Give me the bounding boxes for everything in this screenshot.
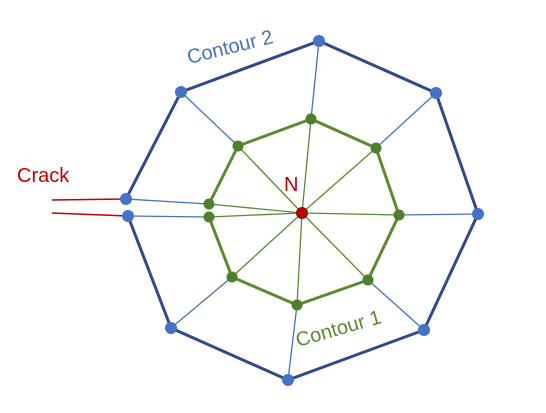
outer-spoke <box>125 198 210 205</box>
contour-2-node <box>430 87 442 99</box>
contour-1-node <box>362 274 374 286</box>
outer-spoke <box>170 276 233 329</box>
inner-spoke <box>301 212 369 281</box>
outer-spoke <box>180 91 239 147</box>
outer-spokes <box>125 40 479 381</box>
inner-spoke <box>237 145 303 214</box>
outer-spoke <box>398 213 479 216</box>
inner-spoke <box>301 212 400 216</box>
inner-spoke <box>296 212 303 306</box>
inner-spoke <box>208 203 303 214</box>
contour-2-node <box>120 193 132 205</box>
outer-spoke <box>367 279 425 331</box>
outer-spoke <box>287 304 298 381</box>
contour-1-node <box>291 299 303 311</box>
contour-2-node <box>313 35 325 47</box>
contour-2-node <box>175 86 187 98</box>
crack-line-lower <box>51 212 129 217</box>
contour-2-nodes <box>120 35 484 386</box>
crack-line-upper <box>51 198 127 201</box>
contour-1-node <box>232 140 244 152</box>
outer-spoke <box>310 40 320 120</box>
contour-1-node <box>203 211 215 223</box>
contour-1-node <box>370 142 382 154</box>
contour-1-node <box>203 198 215 210</box>
contour-1-node <box>393 209 405 221</box>
crack-lines <box>51 198 129 217</box>
contour-1-node <box>226 271 238 283</box>
contour-2-node <box>282 374 294 386</box>
node-label-n: N <box>284 174 298 196</box>
contour-1-nodes <box>203 113 405 311</box>
inner-spoke <box>301 147 377 214</box>
inner-spoke <box>208 212 303 218</box>
inner-spoke <box>231 212 303 278</box>
center-node-n <box>296 207 308 219</box>
inner-spoke <box>301 118 312 214</box>
crack-label: Crack <box>17 165 70 187</box>
outer-spoke <box>127 215 210 218</box>
contour-2-node <box>165 322 177 334</box>
contour-2-node <box>122 210 134 222</box>
inner-spokes <box>208 118 400 306</box>
contour-1-node <box>305 113 317 125</box>
outer-spoke <box>375 92 437 149</box>
contour-2-node <box>418 324 430 336</box>
contour-2-node <box>472 208 484 220</box>
contour-1-label: Contour 1 <box>293 306 384 351</box>
